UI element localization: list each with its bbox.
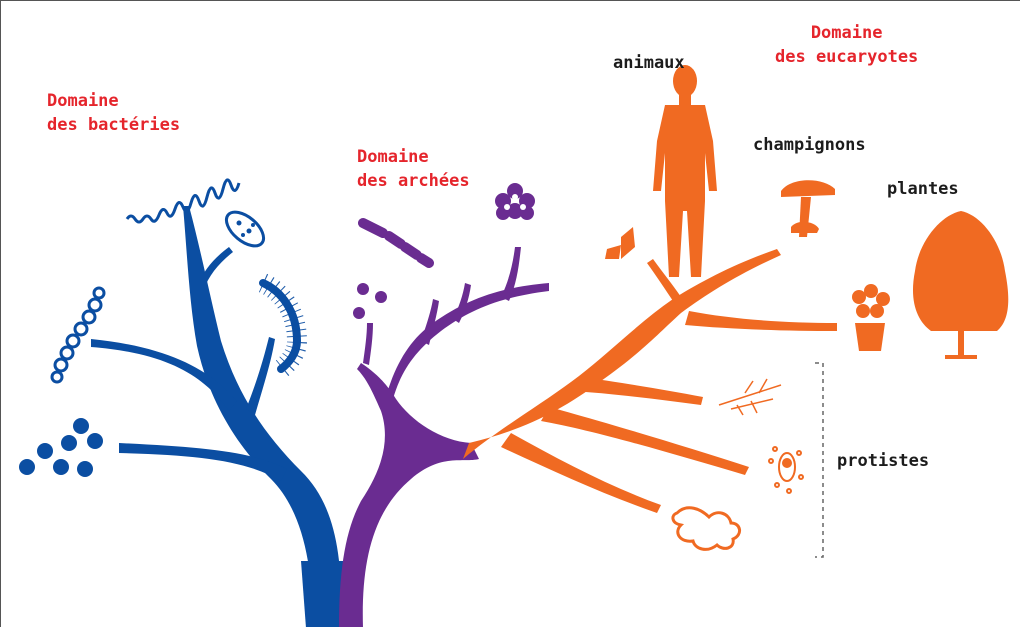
- archaea-domain-line2: des archées: [357, 169, 470, 193]
- eukaryote-domain-label: Domaine des eucaryotes: [775, 21, 918, 69]
- butterfly-icon: [605, 227, 635, 259]
- ciliate-icon: [769, 447, 803, 493]
- archaea-domain-line1: Domaine: [357, 145, 470, 169]
- protists-bracket: [815, 363, 823, 557]
- bacteria-domain-line1: Domaine: [47, 89, 180, 113]
- plants-label: plantes: [887, 177, 959, 201]
- bacteria-branch: [91, 206, 346, 627]
- eukaryote-domain-line1: Domaine: [775, 21, 918, 45]
- flower-pot-icon: [852, 284, 890, 351]
- protists-label: protistes: [837, 449, 929, 473]
- mushroom-icon: [781, 180, 835, 237]
- eukaryote-domain-line2: des eucaryotes: [775, 45, 918, 69]
- archaea-domain-label: Domaine des archées: [357, 145, 470, 193]
- spirillum-icon: [127, 180, 239, 222]
- cocci-icon: [19, 418, 103, 477]
- filament-archaea-icon: [363, 223, 429, 263]
- bacillus-icon: [220, 206, 269, 253]
- cluster-archaea-icon: [495, 183, 535, 220]
- bacteria-domain-label: Domaine des bactéries: [47, 89, 180, 137]
- animals-label: animaux: [613, 51, 685, 75]
- fungi-label: champignons: [753, 133, 866, 157]
- algae-icon: [719, 379, 781, 415]
- bacteria-domain-line2: des bactéries: [47, 113, 180, 137]
- coccus-archaea-icon: [353, 283, 387, 319]
- amoeba-icon: [673, 508, 740, 550]
- tree-icon: [913, 211, 1008, 359]
- streptococcus-icon: [52, 288, 104, 382]
- human-icon: [653, 65, 717, 277]
